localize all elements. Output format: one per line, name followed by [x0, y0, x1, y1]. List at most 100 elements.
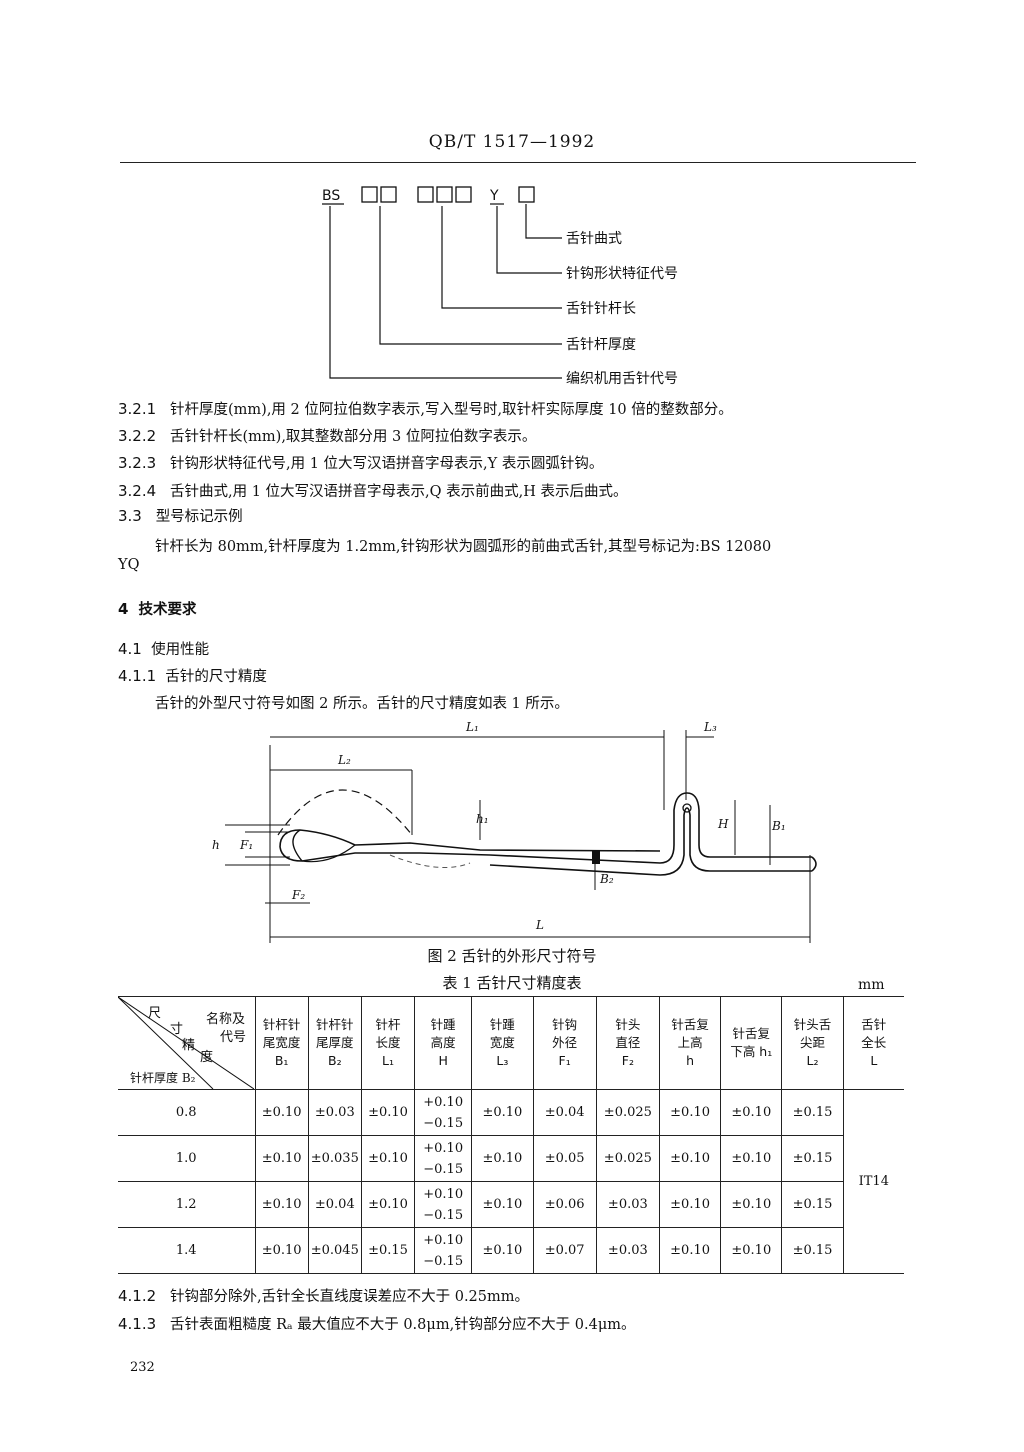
cell-h: +0.10−0.15: [414, 1181, 473, 1228]
table-row: 1.4 ±0.10 ±0.045 ±0.15 +0.10−0.15 ±0.10 …: [118, 1227, 904, 1274]
scheme-y-code: Y: [489, 188, 499, 204]
fig-symbol-F2: F₂: [291, 888, 305, 902]
row-thickness: 1.0: [118, 1135, 256, 1182]
cell-h: +0.10−0.15: [414, 1089, 473, 1136]
cell-l2: ±0.15: [781, 1089, 844, 1136]
cell-f2: ±0.025: [595, 1135, 660, 1182]
fig-symbol-L1: L₁: [465, 720, 479, 734]
table-row: 1.2 ±0.10 ±0.04 ±0.10 +0.10−0.15 ±0.10 ±…: [118, 1181, 904, 1228]
scheme-label-2: 针钩形状特征代号: [566, 266, 678, 282]
figure-2-drawing: L₁ L₂ L₃ h₁ H B₁ h F₁ F₂ B₂ L: [212, 720, 817, 943]
table-row: 0.8 ±0.10 ±0.03 ±0.10 +0.10−0.15 ±0.10 ±…: [118, 1089, 904, 1274]
corner-text-6: 度: [200, 1050, 214, 1065]
fig-symbol-L3: L₃: [703, 720, 717, 734]
cell-b1: ±0.10: [254, 1089, 309, 1136]
scheme-label-4: 舌针杆厚度: [566, 337, 636, 353]
standard-header: QB/T 1517—1992: [428, 132, 596, 152]
cell-b2: ±0.045: [307, 1227, 362, 1274]
cell-l1: ±0.10: [360, 1089, 416, 1136]
header-rule: [120, 162, 916, 163]
row-thickness: 0.8: [118, 1089, 256, 1136]
cell-h1: ±0.10: [720, 1135, 783, 1182]
designation-scheme: BS Y 舌针曲式 针钩形状特征代号 舌针针杆长 舌针杆厚度 编织机用舌针代号: [322, 186, 678, 387]
cell-l3: ±0.10: [471, 1227, 534, 1274]
fig-symbol-B1: B₁: [771, 819, 786, 833]
cell-f1: ±0.05: [532, 1135, 597, 1182]
fig-symbol-h: h: [212, 838, 220, 852]
cell-h: +0.10−0.15: [414, 1227, 473, 1274]
table-1-caption: 表 1 舌针尺寸精度表: [442, 974, 582, 992]
cell-l1: ±0.10: [360, 1181, 416, 1228]
cell-l2: ±0.15: [781, 1135, 844, 1182]
cell-h-small: ±0.10: [658, 1089, 722, 1136]
clause-3-3: 3.3 型号标记示例: [118, 507, 243, 525]
clause-4-1-2: 4.1.2 针钩部分除外,舌针全长直线度误差应不大于 0.25mm。: [118, 1287, 530, 1305]
scheme-label-1: 舌针曲式: [566, 231, 622, 247]
cell-l3: ±0.10: [471, 1135, 534, 1182]
clause-3-2-2: 3.2.2 舌针针杆长(mm),取其整数部分用 3 位阿拉伯数字表示。: [118, 427, 537, 445]
cell-l2: ±0.15: [781, 1227, 844, 1274]
cell-f1: ±0.07: [532, 1227, 597, 1274]
table-row: 1.0 ±0.10 ±0.035 ±0.10 +0.10−0.15 ±0.10 …: [118, 1135, 904, 1182]
corner-text-5: 精: [182, 1038, 196, 1053]
cell-l1: ±0.10: [360, 1135, 416, 1182]
cell-f2: ±0.025: [595, 1089, 660, 1136]
cell-l2: ±0.15: [781, 1181, 844, 1228]
fig-symbol-L: L: [535, 918, 544, 932]
cell-f1: ±0.04: [532, 1089, 597, 1136]
row-thickness: 1.4: [118, 1227, 256, 1274]
corner-text-4: 代号: [220, 1030, 247, 1045]
corner-text-2: 名称及: [206, 1012, 246, 1027]
cell-h1: ±0.10: [720, 1089, 783, 1136]
cell-b1: ±0.10: [254, 1135, 309, 1182]
row-thickness: 1.2: [118, 1181, 256, 1228]
clause-3-2-4: 3.2.4 舌针曲式,用 1 位大写汉语拼音字母表示,Q 表示前曲式,H 表示后…: [118, 482, 628, 500]
table-unit: mm: [858, 977, 885, 993]
section-4-1-heading: 4.1 使用性能: [118, 640, 210, 658]
fig-symbol-h1: h₁: [476, 812, 489, 826]
section-4-1-1-text: 舌针的外型尺寸符号如图 2 所示。舌针的尺寸精度如表 1 所示。: [155, 696, 569, 712]
cell-l1: ±0.15: [360, 1227, 416, 1274]
fig-symbol-L2: L₂: [337, 753, 351, 767]
col-header-h1: 针舌复下高 h₁: [720, 996, 783, 1090]
fig-symbol-B2: B₂: [599, 872, 614, 886]
page-number: 232: [130, 1360, 155, 1375]
cell-b1: ±0.10: [254, 1181, 309, 1228]
clause-4-1-3: 4.1.3 舌针表面粗糙度 Rₐ 最大值应不大于 0.8μm,针钩部分应不大于 …: [118, 1315, 636, 1333]
cell-h-small: ±0.10: [658, 1227, 722, 1274]
cell-b2: ±0.03: [307, 1089, 362, 1136]
scheme-label-3: 舌针针杆长: [566, 301, 636, 317]
cell-l3: ±0.10: [471, 1181, 534, 1228]
cell-h-small: ±0.10: [658, 1181, 722, 1228]
cell-h: +0.10−0.15: [414, 1135, 473, 1182]
scheme-label-5: 编织机用舌针代号: [566, 371, 678, 387]
cell-f2: ±0.03: [595, 1181, 660, 1228]
example-line-1: 针杆长为 80mm,针杆厚度为 1.2mm,针钩形状为圆弧形的前曲式舌针,其型号…: [155, 539, 772, 555]
clause-3-2-1: 3.2.1 针杆厚度(mm),用 2 位阿拉伯数字表示,写入型号时,取针杆实际厚…: [118, 400, 733, 418]
fig-symbol-H: H: [717, 817, 729, 831]
cell-h1: ±0.10: [720, 1227, 783, 1274]
cell-f2: ±0.03: [595, 1227, 660, 1274]
example-line-2: YQ: [118, 557, 140, 573]
section-4-1-1-heading: 4.1.1 舌针的尺寸精度: [118, 667, 267, 685]
cell-l3: ±0.10: [471, 1089, 534, 1136]
scheme-prefix: BS: [322, 188, 340, 204]
cell-b2: ±0.04: [307, 1181, 362, 1228]
fig-symbol-F1: F₁: [239, 838, 253, 852]
corner-text-3: 寸: [170, 1022, 184, 1037]
corner-text-1: 尺: [148, 1006, 162, 1021]
corner-diagonals: [118, 997, 254, 1089]
table-corner-cell: 尺 名称及 寸 代号 精 度 针杆厚度 B₂: [118, 996, 256, 1090]
corner-text-thickness: 针杆厚度 B₂: [130, 1071, 196, 1085]
cell-h-small: ±0.10: [658, 1135, 722, 1182]
